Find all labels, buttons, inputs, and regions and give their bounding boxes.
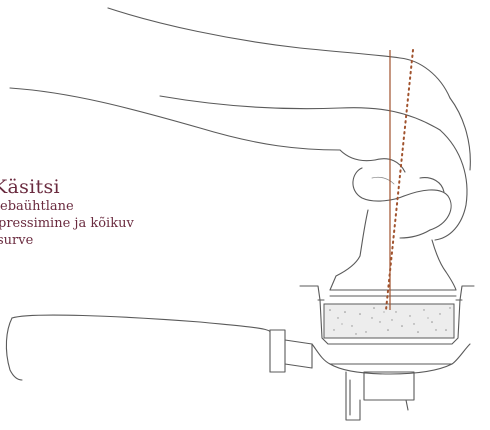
caption-line-3: surve — [0, 232, 134, 249]
caption-title: Käsitsi — [0, 176, 134, 198]
caption: Käsitsi ebaühtlane pressimine ja kõikuv … — [0, 176, 134, 249]
caption-line-1: ebaühtlane — [0, 198, 134, 215]
caption-line-2: pressimine ja kõikuv — [0, 215, 134, 232]
coffee-grounds-icon — [324, 304, 454, 338]
tamper-icon — [330, 210, 456, 296]
